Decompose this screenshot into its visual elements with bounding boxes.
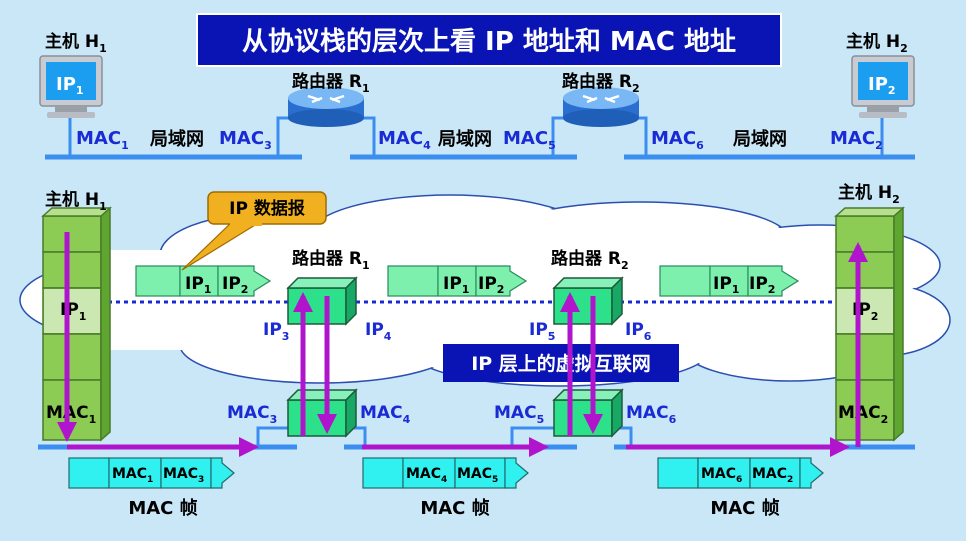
router-icon-r1	[288, 87, 364, 127]
top-lan3-label: 局域网	[733, 128, 787, 150]
top-mac5: MAC5	[503, 128, 556, 152]
mac6-label: MAC6	[626, 403, 677, 426]
ip-datagram-3: IP1 IP2	[659, 265, 800, 297]
svg-text:IP1: IP1	[713, 274, 739, 296]
bottom-host1-label: 主机 H1	[45, 189, 107, 213]
svg-text:IP1: IP1	[56, 74, 84, 97]
bottom-router1-label: 路由器 R1	[292, 248, 370, 272]
svg-text:IP1: IP1	[185, 274, 211, 296]
host2-ip-band	[837, 289, 893, 333]
ip-datagram-2: IP1 IP2	[387, 265, 528, 297]
svg-text:IP2: IP2	[749, 274, 775, 296]
mac-interface-labels: MAC3 MAC4 MAC5 MAC6	[227, 403, 677, 426]
virtual-net-label: IP 层上的虚拟互联网	[471, 352, 651, 375]
mac-frame-label-1: MAC 帧	[128, 497, 197, 519]
mac5-label: MAC5	[494, 403, 544, 426]
svg-text:IP2: IP2	[478, 274, 504, 296]
mac3-label: MAC3	[227, 403, 277, 426]
svg-text:IP2: IP2	[222, 274, 248, 296]
ip4-label: IP4	[365, 320, 392, 343]
top-mac1: MAC1	[76, 128, 129, 152]
top-host2-label: 主机 H2	[846, 31, 908, 55]
title-text: 从协议栈的层次上看 IP 地址和 MAC 地址	[242, 26, 736, 57]
mac-frame-label-2: MAC 帧	[420, 497, 489, 519]
virtual-net-box	[443, 344, 679, 382]
callout-text: IP 数据报	[229, 198, 305, 219]
packet-flow-arrows	[57, 232, 868, 457]
svg-text:IP1: IP1	[443, 274, 469, 296]
computer-icon-h2: IP2	[851, 55, 915, 118]
top-lan1-label: 局域网	[150, 128, 204, 150]
top-mac2: MAC2	[830, 128, 883, 152]
ip-datagram-callout: IP 数据报	[181, 191, 327, 271]
mac-frame-1: MAC1 MAC3	[68, 457, 235, 489]
top-mac3: MAC3	[219, 128, 272, 152]
svg-text:MAC1: MAC1	[112, 466, 153, 485]
top-router2-label: 路由器 R2	[562, 71, 640, 95]
router2-ip-box	[552, 276, 624, 326]
top-host1-label: 主机 H1	[45, 31, 107, 55]
host1-ip-band	[44, 289, 100, 333]
ip-interface-labels: IP3 IP4 IP5 IP6	[263, 320, 652, 343]
svg-text:MAC5: MAC5	[457, 466, 498, 485]
bottom-router2-label: 路由器 R2	[551, 248, 629, 272]
ip-datagram-1: IP1 IP2	[135, 265, 272, 297]
router1-ip-box	[286, 276, 358, 326]
ip6-label: IP6	[625, 320, 652, 343]
bottom-host2-label: 主机 H2	[838, 182, 900, 206]
svg-text:IP2: IP2	[868, 74, 896, 97]
mac-frame-label-3: MAC 帧	[710, 497, 779, 519]
top-connectors	[68, 116, 884, 157]
svg-text:MAC3: MAC3	[163, 466, 204, 485]
router-icon-r2	[563, 87, 639, 127]
mac4-label: MAC4	[360, 403, 411, 426]
svg-text:MAC6: MAC6	[701, 466, 742, 485]
ip3-label: IP3	[263, 320, 289, 343]
top-mac-labels: MAC1 MAC3 MAC4 MAC5 MAC6 MAC2	[76, 128, 883, 152]
title-box	[196, 13, 782, 67]
top-lan2-label: 局域网	[438, 128, 492, 150]
top-lan-labels: 局域网 局域网 局域网	[150, 128, 787, 150]
router2-mac-box	[552, 388, 624, 438]
mac-frame-3: MAC6 MAC2	[657, 457, 824, 489]
router1-mac-box	[286, 388, 358, 438]
svg-text:MAC2: MAC2	[752, 466, 793, 485]
computer-icon-h1: IP1	[39, 55, 103, 118]
svg-text:MAC4: MAC4	[406, 466, 447, 485]
top-mac6: MAC6	[651, 128, 704, 152]
mac-frame-labels: MAC 帧 MAC 帧 MAC 帧	[128, 497, 779, 519]
mac-frame-2: MAC4 MAC5	[362, 457, 529, 489]
top-mac4: MAC4	[378, 128, 431, 152]
ip5-label: IP5	[529, 320, 555, 343]
top-router1-label: 路由器 R1	[292, 71, 370, 95]
